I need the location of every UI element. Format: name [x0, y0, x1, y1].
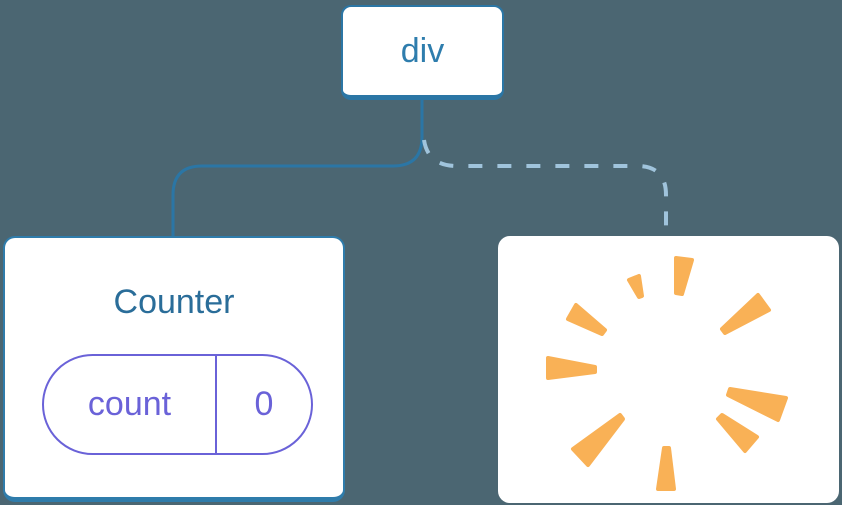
node-div: div	[341, 5, 504, 100]
state-pill-value: 0	[254, 385, 274, 423]
node-div-label: div	[400, 31, 445, 70]
node-removed	[498, 236, 839, 503]
link-removed-dashed	[422, 139, 668, 237]
counter-title: Counter	[113, 283, 235, 321]
state-pill-name: count	[87, 385, 172, 423]
poof-icon	[546, 256, 788, 491]
state-pill-divider	[215, 356, 217, 453]
state-pill: count 0	[42, 354, 313, 455]
node-counter: Counter count 0	[3, 236, 345, 502]
link-kept-solid	[171, 100, 424, 237]
